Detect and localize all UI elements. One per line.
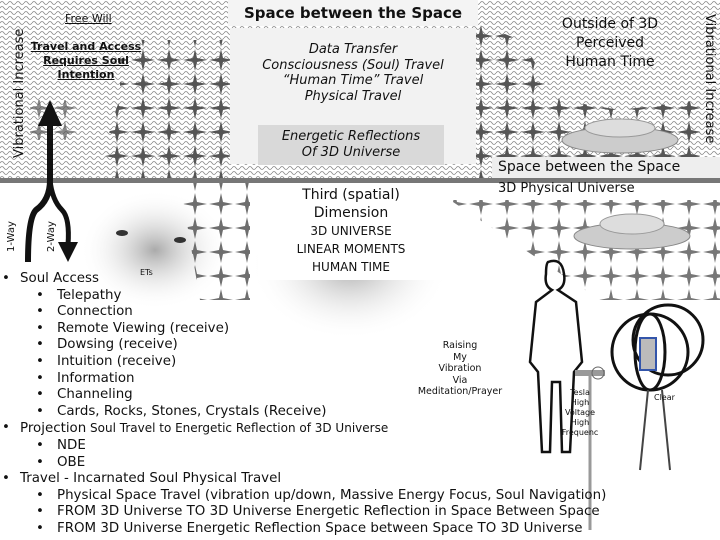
list-item: FROM 3D Universe Energetic Reflection Sp… [0, 521, 606, 538]
list-item-text: Channeling [57, 387, 133, 403]
list-item-text: FROM 3D Universe Energetic Reflection Sp… [57, 520, 583, 536]
one-way-label: 1-Way [6, 221, 17, 252]
list-item: Channeling [0, 387, 606, 404]
up-arrow [38, 100, 62, 126]
list-item: NDE [0, 438, 606, 455]
outside-line: Human Time [565, 54, 655, 70]
list-item-text: Physical Space Travel (vibration up/down… [57, 487, 607, 503]
intention-line: Intention [57, 68, 115, 81]
center-line: Physical Travel [304, 88, 402, 104]
list-item-text: Travel - Incarnated Soul Physical Travel [20, 471, 282, 487]
list-item: Cards, Rocks, Stones, Crystals (Receive) [0, 404, 606, 421]
intention-note: Travel and Access Requires Soul Intentio… [26, 40, 146, 82]
list-item-text: Cards, Rocks, Stones, Crystals (Receive) [57, 403, 327, 419]
vibrational-increase-right: Vibrational Increase [702, 14, 717, 144]
list-item: Projection Soul Travel to Energetic Refl… [0, 420, 606, 438]
outside-line: Perceived [576, 35, 644, 51]
outside-line: Outside of 3D [561, 16, 659, 32]
list-item: Physical Space Travel (vibration up/down… [0, 488, 606, 505]
list-item: Soul Access [0, 271, 606, 288]
list-item-text: FROM 3D Universe TO 3D Universe Energeti… [57, 504, 600, 520]
outside-3d-text: Outside of 3D Perceived Human Time [540, 15, 680, 72]
free-will-label: Free Will [65, 12, 112, 25]
third-caps-line: LINEAR MOMENTS [296, 242, 406, 256]
list-item: Dowsing (receive) [0, 337, 606, 354]
physical-universe-label: 3D Physical Universe [498, 181, 635, 196]
space-between-band: Space between the Space [492, 157, 720, 178]
list-item-text: Information [57, 370, 135, 386]
center-line: “Human Time” Travel [282, 73, 424, 88]
list-item: Intuition (receive) [0, 354, 606, 371]
center-line: Data Transfer [308, 42, 398, 57]
intention-line: Travel and Access [30, 40, 142, 53]
list-item-text: Dowsing (receive) [57, 337, 178, 353]
intention-line: Requires Soul [43, 54, 129, 67]
list-item-text: Projection [20, 421, 87, 437]
list-item: Travel - Incarnated Soul Physical Travel [0, 471, 606, 488]
list-item-text: Soul Access [20, 271, 99, 286]
list-item: Connection [0, 304, 606, 321]
list-item-text: Remote Viewing (receive) [57, 320, 230, 336]
dimension-divider [0, 178, 720, 183]
two-way-label: 2-Way [46, 221, 57, 252]
top-title: Space between the Space [243, 4, 463, 22]
center-line: Consciousness (Soul) Travel [262, 57, 444, 73]
list-item-text: Telepathy [57, 287, 122, 303]
vibrational-increase-left: Vibrational Increase [12, 28, 27, 158]
reflection-line: Of 3D Universe [301, 145, 401, 160]
soul-travel-list: Soul AccessTelepathyConnectionRemote Vie… [0, 271, 606, 538]
list-item-extra: Soul Travel to Energetic Reflection of 3… [86, 421, 389, 436]
clear-label: Clear [654, 393, 675, 402]
list-item: FROM 3D Universe TO 3D Universe Energeti… [0, 504, 606, 521]
space-between-label: Space between the Space [498, 159, 681, 175]
list-item-text: OBE [57, 454, 86, 470]
list-item-text: NDE [57, 437, 86, 453]
reflection-line: Energetic Reflections [281, 129, 421, 144]
list-item: Information [0, 371, 606, 388]
down-arrow [58, 242, 78, 262]
list-item: Remote Viewing (receive) [0, 321, 606, 338]
third-line: Third (spatial) [302, 187, 400, 203]
list-item-text: Connection [57, 304, 133, 320]
list-item: Telepathy [0, 288, 606, 305]
stars-left [100, 40, 230, 178]
energetic-reflections-box: Energetic Reflections Of 3D Universe [258, 125, 444, 165]
list-item: OBE [0, 455, 606, 472]
list-item-text: Intuition (receive) [57, 353, 177, 369]
third-dimension-box: Third (spatial) Dimension 3D UNIVERSE LI… [258, 183, 444, 280]
third-caps-line: 3D UNIVERSE [310, 224, 392, 238]
third-line: Dimension [313, 205, 389, 221]
top-title-box: Space between the Space [228, 0, 478, 26]
